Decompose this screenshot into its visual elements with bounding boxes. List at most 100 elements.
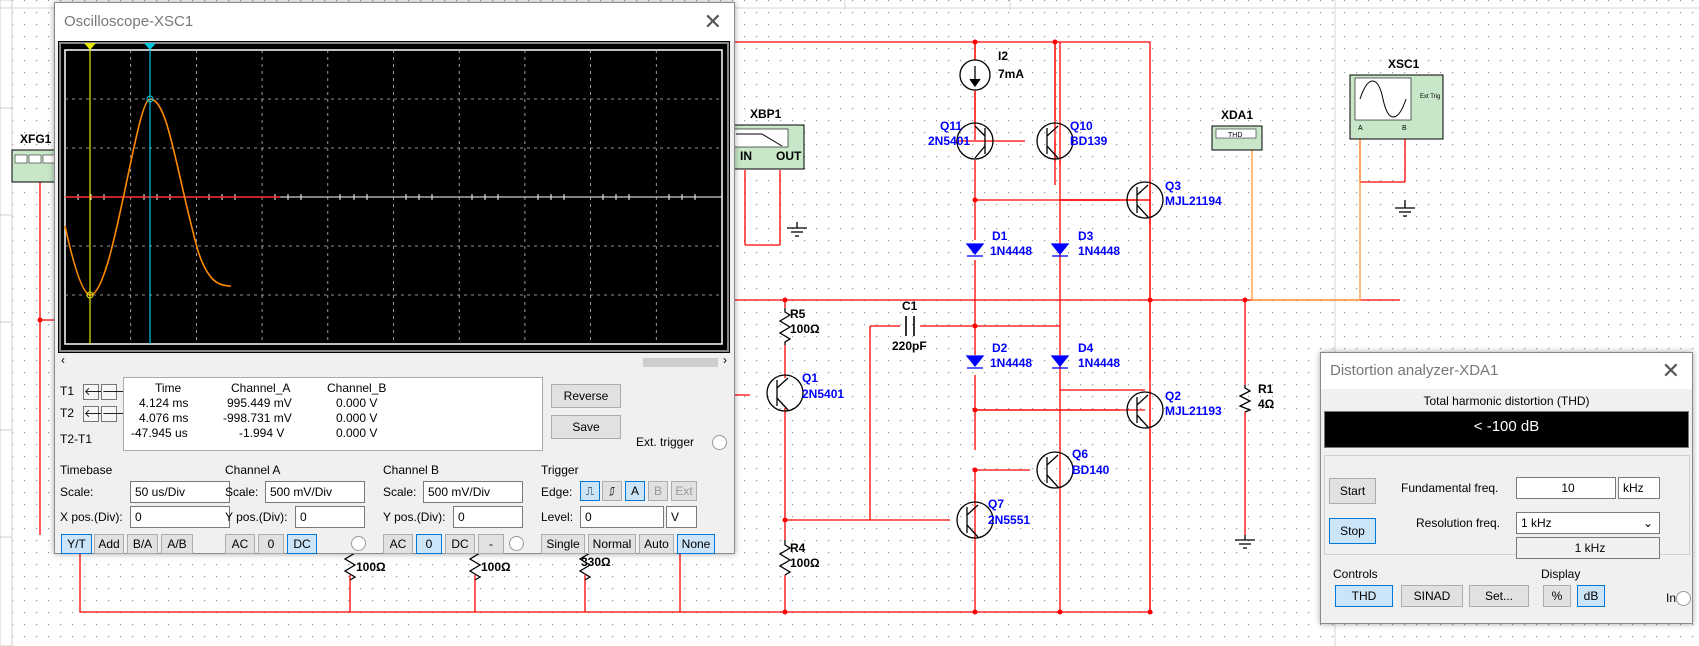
display-title: Display xyxy=(1541,567,1581,581)
trigger-source-a-button[interactable]: A xyxy=(625,481,645,501)
channel-b-scale-input[interactable]: 500 mV/Div xyxy=(423,481,523,503)
mode-yt-button[interactable]: Y/T xyxy=(61,534,92,554)
chevron-down-icon: ⌄ xyxy=(1642,516,1653,530)
distortion-analyzer-window[interactable]: Distortion analyzer-XDA1 ✕ Total harmoni… xyxy=(1320,352,1693,624)
display-db-button[interactable]: dB xyxy=(1577,585,1605,607)
q7-part: 2N5551 xyxy=(988,513,1030,527)
readout-t2-a: -998.731 mV xyxy=(223,411,292,425)
channel-b-radio[interactable] xyxy=(509,536,524,551)
trigger-source-ext-button[interactable]: Ext xyxy=(671,481,697,501)
resolution-select[interactable]: 1 kHz ⌄ xyxy=(1516,512,1660,534)
d2-part: 1N4448 xyxy=(990,356,1032,370)
t2-right-icon[interactable]: 🡒 xyxy=(101,406,132,422)
oscilloscope-window[interactable]: Oscilloscope-XSC1 ✕ xyxy=(54,2,735,554)
control-thd-button[interactable]: THD xyxy=(1335,585,1393,607)
channel-b-ypos-label: Y pos.(Div): xyxy=(383,510,446,524)
readout-t1-b: 0.000 V xyxy=(336,396,378,410)
in-radio[interactable] xyxy=(1676,591,1691,606)
resistor-r5 xyxy=(778,308,792,345)
readout-header-time: Time xyxy=(155,381,182,395)
xsc1-label: XSC1 xyxy=(1388,57,1420,71)
start-button[interactable]: Start xyxy=(1329,478,1376,504)
q3-label: Q3 xyxy=(1165,179,1181,193)
resistor-r1 xyxy=(1238,385,1252,413)
trigger-level-input[interactable]: 0 xyxy=(580,506,664,528)
q11-part: 2N5401 xyxy=(928,134,970,148)
fundamental-unit[interactable]: kHz xyxy=(1618,477,1660,499)
distortion-close-icon[interactable]: ✕ xyxy=(1661,358,1680,383)
ext-trigger-label: Ext. trigger xyxy=(636,435,695,449)
channel-a-radio[interactable] xyxy=(351,536,366,551)
channel-a-ac-button[interactable]: AC xyxy=(225,534,255,554)
t1-left-icon[interactable]: 🡐 xyxy=(83,384,114,400)
readout-t1-time: 4.124 ms xyxy=(139,396,189,410)
ext-trigger-radio[interactable] xyxy=(712,435,727,450)
timebase-xpos-input[interactable]: 0 xyxy=(130,506,230,528)
trigger-edge-label: Edge: xyxy=(541,485,573,499)
channel-b-ypos-input[interactable]: 0 xyxy=(453,506,523,528)
stop-button[interactable]: Stop xyxy=(1329,518,1376,544)
t2-t1-label: T2-T1 xyxy=(60,432,93,446)
mode-add-button[interactable]: Add xyxy=(94,534,124,554)
i2-value: 7mA xyxy=(998,67,1024,81)
r5-value: 100Ω xyxy=(790,322,820,336)
channel-a-ypos-input[interactable]: 0 xyxy=(295,506,365,528)
c1-value: 220pF xyxy=(892,339,927,353)
resolution-readout: 1 kHz xyxy=(1516,537,1660,559)
d3-part: 1N4448 xyxy=(1078,244,1120,258)
r1-value: 4Ω xyxy=(1258,397,1275,411)
edge-rising-icon[interactable]: ⎍ xyxy=(580,481,600,501)
reverse-button[interactable]: Reverse xyxy=(551,384,621,408)
edge-falling-icon[interactable]: ⎎ xyxy=(602,481,622,501)
distortion-title-bar[interactable]: Distortion analyzer-XDA1 ✕ xyxy=(1321,353,1692,389)
trigger-level-unit[interactable]: V xyxy=(666,506,697,528)
r10-value: 100Ω xyxy=(356,560,386,574)
thd-header: Total harmonic distortion (THD) xyxy=(1423,394,1590,408)
channel-a-trace xyxy=(64,98,232,296)
cursor-readout: Time Channel_A Channel_B 4.124 ms 995.44… xyxy=(123,377,543,451)
t1-right-icon[interactable]: 🡒 xyxy=(101,384,132,400)
oscilloscope-screen[interactable] xyxy=(58,41,730,353)
channel-a-dc-button[interactable]: DC xyxy=(287,534,317,554)
in-label: In xyxy=(1666,591,1677,605)
r11-value: 100Ω xyxy=(481,560,511,574)
c1-label: C1 xyxy=(902,299,918,313)
xbp1-in-label: IN xyxy=(740,149,752,163)
horizontal-scrollbar[interactable]: ‹ › xyxy=(58,353,730,369)
trigger-source-b-button[interactable]: B xyxy=(648,481,668,501)
trigger-single-button[interactable]: Single xyxy=(541,534,585,554)
display-percent-button[interactable]: % xyxy=(1543,585,1571,607)
d4-part: 1N4448 xyxy=(1078,356,1120,370)
t2-left-icon[interactable]: 🡐 xyxy=(83,406,114,422)
xbp1-out-label: OUT xyxy=(776,149,802,163)
scroll-left-icon[interactable]: ‹ xyxy=(61,353,65,367)
channel-a-ypos-label: Y pos.(Div): xyxy=(225,510,288,524)
q2-label: Q2 xyxy=(1165,389,1181,403)
timebase-scale-input[interactable]: 50 us/Div xyxy=(130,481,230,503)
xfg1-label: XFG1 xyxy=(20,132,52,146)
scroll-right-icon[interactable]: › xyxy=(723,353,727,367)
channel-b-minus-button[interactable]: - xyxy=(478,534,504,554)
channel-b-title: Channel B xyxy=(383,463,440,477)
mode-ab-button[interactable]: A/B xyxy=(161,534,193,554)
channel-b-zero-button[interactable]: 0 xyxy=(416,534,442,554)
readout-dt-time: -47.945 us xyxy=(131,426,188,440)
channel-b-ac-button[interactable]: AC xyxy=(383,534,413,554)
thd-value: < -100 dB xyxy=(1473,418,1540,435)
trigger-normal-button[interactable]: Normal xyxy=(588,534,636,554)
fundamental-input[interactable]: 10 xyxy=(1516,477,1616,499)
trigger-auto-button[interactable]: Auto xyxy=(639,534,674,554)
channel-b-dc-button[interactable]: DC xyxy=(445,534,475,554)
q6-part: BD140 xyxy=(1072,463,1110,477)
scroll-thumb[interactable] xyxy=(643,358,718,367)
control-sinad-button[interactable]: SINAD xyxy=(1401,585,1463,607)
mode-ba-button[interactable]: B/A xyxy=(127,534,158,554)
channel-a-zero-button[interactable]: 0 xyxy=(258,534,284,554)
oscilloscope-title-bar[interactable]: Oscilloscope-XSC1 ✕ xyxy=(55,3,734,41)
transistor-q7 xyxy=(956,501,994,539)
control-set-button[interactable]: Set... xyxy=(1469,585,1529,607)
close-icon[interactable]: ✕ xyxy=(703,9,722,34)
channel-a-scale-input[interactable]: 500 mV/Div xyxy=(265,481,365,503)
trigger-none-button[interactable]: None xyxy=(677,534,715,554)
save-button[interactable]: Save xyxy=(551,415,621,439)
